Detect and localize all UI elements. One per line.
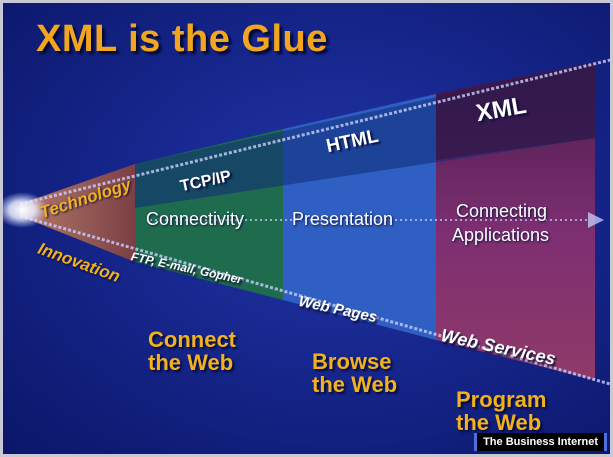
stage-1-line-2: the Web — [148, 350, 234, 376]
brand-logo: The Business Internet — [474, 433, 607, 451]
segment-origin — [20, 164, 135, 262]
label-connecting: Connecting — [456, 201, 548, 221]
lower-edge — [19, 214, 611, 386]
stage-3-line-1: Program — [456, 387, 547, 412]
middle-arrow-head — [588, 212, 604, 228]
label-applications: Applications — [452, 225, 550, 245]
top-band-xml — [436, 62, 595, 160]
stage-2-line-2: the Web — [312, 372, 398, 398]
slide-title: XML is the Glue — [36, 18, 328, 60]
label-connectivity: Connectivity — [146, 209, 245, 229]
stage-2-line-1: Browse — [312, 349, 392, 374]
stage-connect-the-web: Connect the Web — [148, 328, 236, 374]
origin-glow — [0, 192, 48, 228]
upper-edge — [19, 58, 611, 206]
stage-3-line-2: the Web — [456, 410, 542, 436]
stage-browse-the-web: Browse the Web — [312, 350, 397, 396]
label-presentation: Presentation — [292, 209, 394, 229]
stage-program-the-web: Program the Web — [456, 388, 546, 434]
stage-1-line-1: Connect — [148, 327, 236, 352]
